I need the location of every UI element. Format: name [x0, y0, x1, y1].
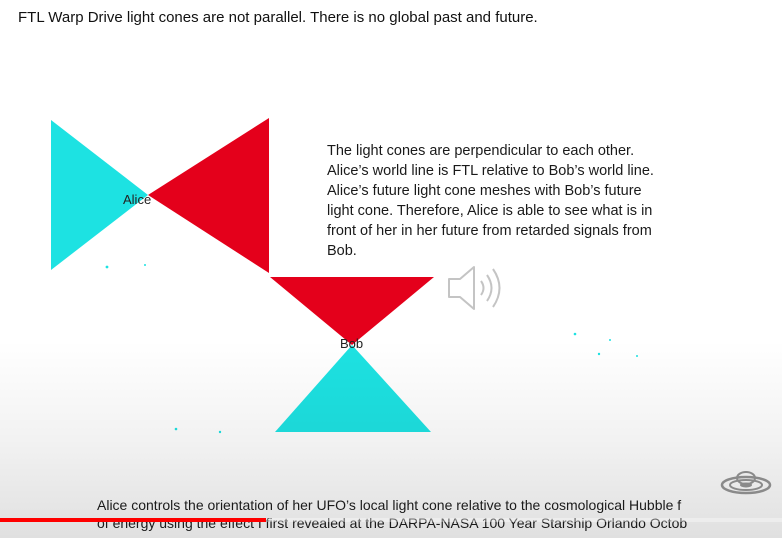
bob-future-cone [270, 277, 434, 345]
speck [174, 427, 178, 431]
explanation-line: The light cones are perpendicular to eac… [327, 143, 635, 159]
video-progress-bar[interactable] [0, 518, 782, 522]
speck [105, 265, 109, 269]
explanation-line: Alice’s world line is FTL relative to Bo… [327, 163, 654, 179]
explanation-line: light cone. Therefore, Alice is able to … [327, 203, 653, 219]
slide-title: FTL Warp Drive light cones are not paral… [18, 9, 538, 26]
explanation-line: Bob. [327, 243, 357, 259]
speck [144, 264, 146, 266]
caption-line: Alice controls the orientation of her UF… [97, 497, 682, 513]
bob-past-cone [275, 345, 431, 432]
bob-label: Bob [340, 336, 364, 351]
speck [597, 352, 601, 356]
speck [609, 339, 611, 341]
alice-future-cone [148, 118, 269, 273]
video-caption: Alice controls the orientation of her UF… [97, 496, 782, 532]
speck [636, 355, 638, 357]
alice-label: Alice [123, 192, 152, 207]
explanation-line: front of her in her future from retarded… [327, 223, 652, 239]
speck [218, 430, 222, 434]
caption-line: of energy using the effect I first revea… [97, 515, 688, 531]
explanation-line: Alice’s future light cone meshes with Bo… [327, 183, 642, 199]
speck [573, 332, 577, 336]
explanation-text: The light cones are perpendicular to eac… [327, 141, 707, 261]
video-progress-fill [0, 518, 266, 522]
ufo-logo-icon [720, 471, 772, 495]
alice-past-cone [51, 120, 148, 270]
speaker-icon[interactable] [444, 262, 508, 314]
